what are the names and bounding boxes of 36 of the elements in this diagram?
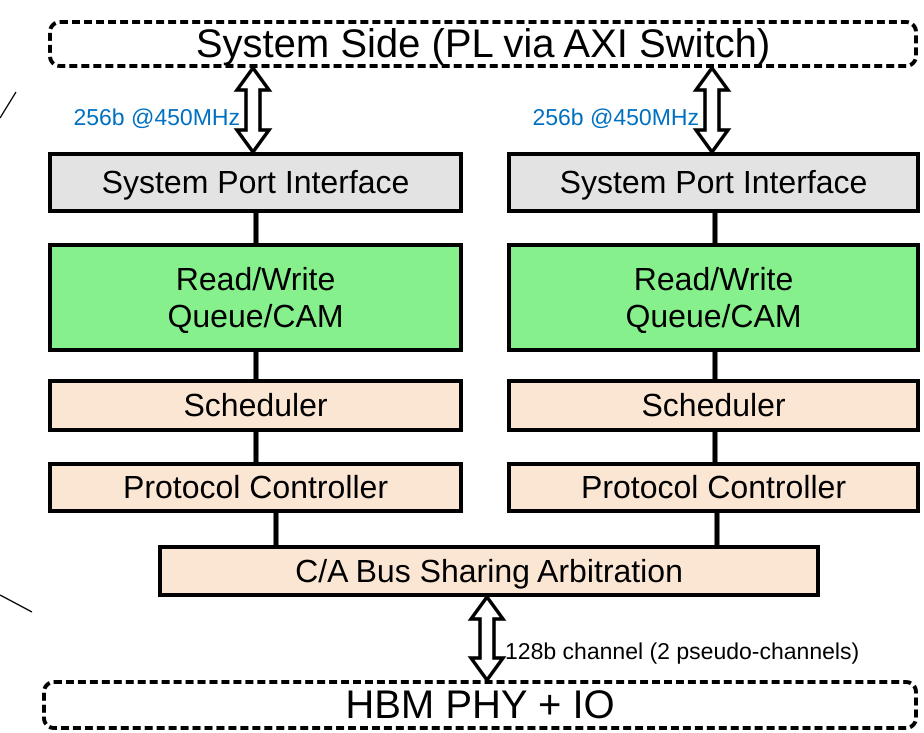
connector-line [254,432,258,462]
double-arrow [234,65,272,155]
block-label: HBM PHY + IO [345,682,615,728]
interface-block [507,152,920,213]
connector-line [714,513,720,545]
block-label: C/A Bus Sharing Arbitration [295,552,683,590]
edge-label: 256b @450MHz [532,104,699,131]
block-label: System Port Interface [102,164,410,201]
logic-block [158,545,820,597]
block-label: Read/Write Queue/CAM [624,260,803,334]
edge-label: 256b @450MHz [73,104,240,131]
connector-line [712,432,718,462]
connector-line [254,213,258,243]
connector-line [712,213,718,243]
logic-block [507,462,920,513]
double-arrow [468,594,506,683]
logic-block [48,379,463,432]
block-label: System Side (PL via AXI Switch) [196,21,770,67]
block-label: Read/Write Queue/CAM [166,260,345,334]
block-label: Protocol Controller [123,469,388,506]
double-arrow [692,65,732,155]
edge-label: 128b channel (2 pseudo-channels) [505,638,860,665]
queue-block [507,243,920,352]
logic-block [507,379,920,432]
connector-line [712,352,718,379]
block-label: Scheduler [641,387,786,424]
block-label: Scheduler [183,387,328,424]
interface-block [48,152,463,213]
connector-line [274,513,278,545]
external-block [48,20,918,68]
queue-block [48,243,463,352]
external-block [42,680,918,730]
block-label: Protocol Controller [581,469,846,506]
logic-block [48,462,463,513]
block-label: System Port Interface [560,164,868,201]
connector-line [254,352,258,379]
